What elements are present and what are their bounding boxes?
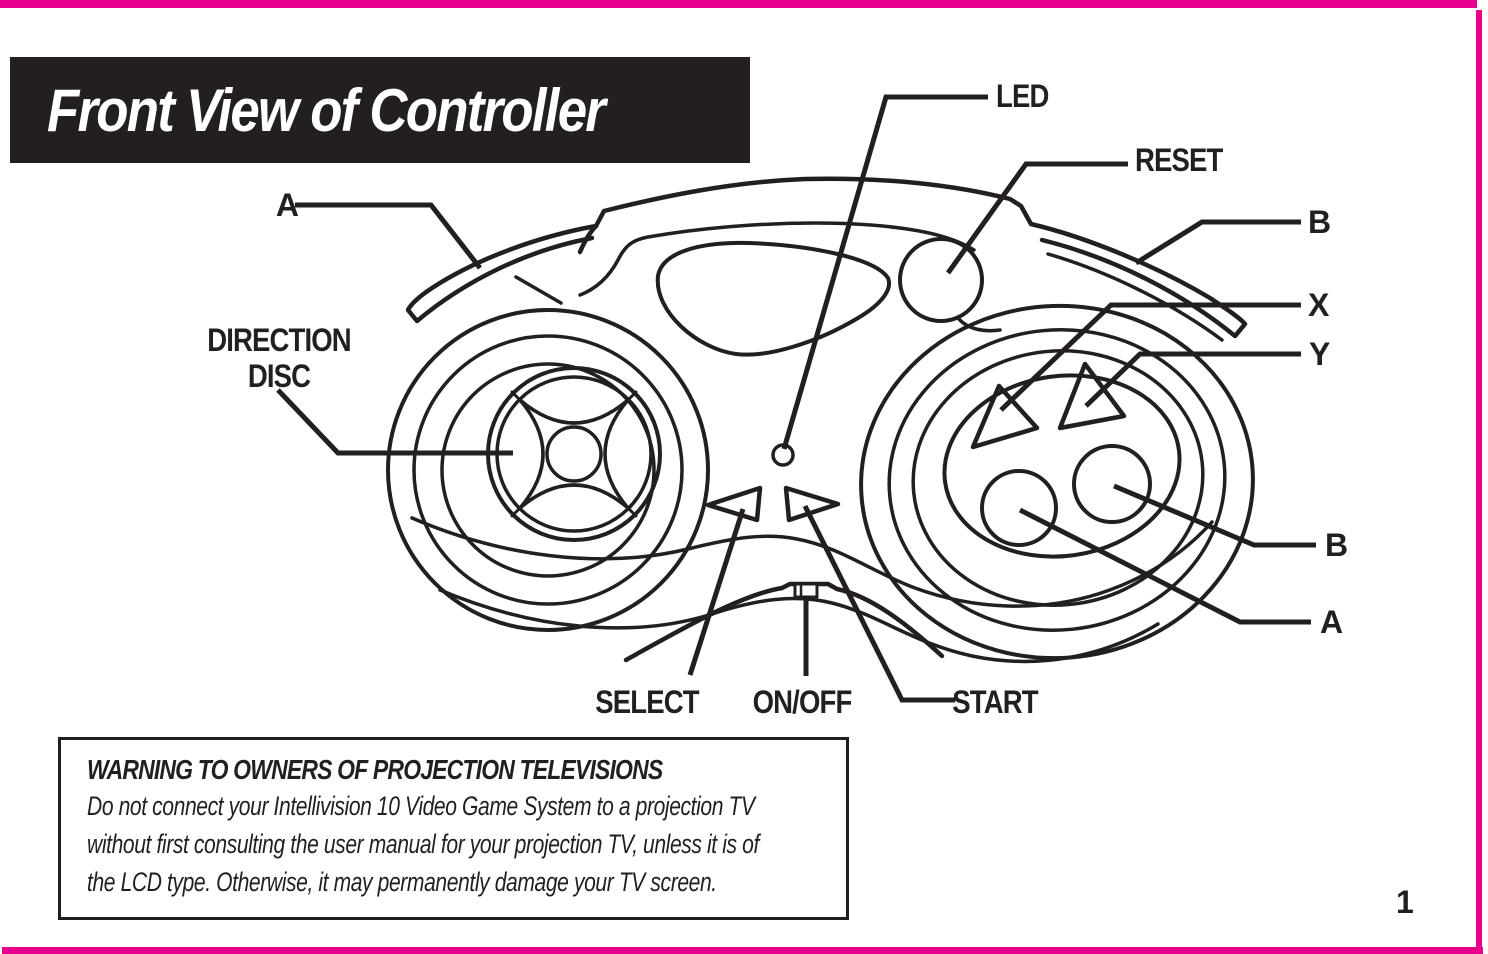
label-direction-line2: DISC xyxy=(247,358,311,394)
center-panel xyxy=(655,240,892,357)
left-grip-rings xyxy=(386,308,710,632)
label-b-button: B xyxy=(1325,527,1348,563)
page-number: 1 xyxy=(1396,884,1414,920)
reset-button xyxy=(898,237,984,323)
label-led: LED xyxy=(996,78,1049,114)
label-direction-line1: DIRECTION xyxy=(207,322,351,358)
callout-reset xyxy=(945,161,1128,275)
callout-b-top xyxy=(1134,219,1301,266)
label-reset: RESET xyxy=(1135,142,1223,178)
left-shoulder-button xyxy=(405,223,599,324)
reset-base-line xyxy=(956,316,1002,333)
label-a-button: A xyxy=(1320,604,1343,640)
callout-select xyxy=(687,508,746,676)
warning-body-line: the LCD type. Otherwise, it may permanen… xyxy=(87,867,717,897)
shell-seam-upper xyxy=(410,516,1214,608)
projection-tv-warning-box: WARNING TO OWNERS OF PROJECTION TELEVISI… xyxy=(58,737,849,920)
label-direction-disc: DIRECTION DISC xyxy=(184,322,375,394)
right-shoulder-inner-line xyxy=(1046,252,1224,342)
label-y: Y xyxy=(1309,336,1330,372)
shell-seam-lower xyxy=(438,588,1160,664)
label-select: SELECT xyxy=(595,684,699,720)
warning-heading: WARNING TO OWNERS OF PROJECTION TELEVISI… xyxy=(87,754,663,785)
right-shoulder-button xyxy=(1028,221,1248,339)
body-top-inner-line xyxy=(578,221,976,297)
callout-start xyxy=(802,504,955,703)
callout-y xyxy=(1084,351,1301,408)
label-on-off: ON/OFF xyxy=(752,684,853,720)
warning-body-line: Do not connect your Intellivision 10 Vid… xyxy=(87,791,755,821)
label-a-shoulder: A xyxy=(275,187,299,223)
callout-lines xyxy=(276,94,1316,703)
warning-body-line: without first consulting the user manual… xyxy=(87,829,759,859)
page-border-bottom xyxy=(2,947,1483,954)
callout-direction-disc xyxy=(276,388,513,456)
select-button xyxy=(705,485,763,523)
label-x: X xyxy=(1308,287,1329,323)
body-bottom-edge xyxy=(623,581,945,663)
direction-disc xyxy=(486,366,662,542)
left-shoulder-crease xyxy=(514,275,563,305)
callout-a-top xyxy=(295,202,482,270)
callout-b-bottom xyxy=(1113,483,1316,548)
b-button xyxy=(1072,444,1152,524)
callout-a-bottom xyxy=(1018,507,1311,625)
section-title-banner: Front View of Controller xyxy=(10,57,750,163)
page-title: Front View of Controller xyxy=(46,76,606,144)
callout-x xyxy=(999,302,1301,412)
body-top-edge xyxy=(577,176,1034,255)
a-button xyxy=(980,469,1058,547)
start-button xyxy=(783,485,841,523)
x-button xyxy=(970,383,1040,450)
page-border-top xyxy=(0,0,1477,8)
right-grip-rings xyxy=(859,303,1255,661)
callout-led xyxy=(781,94,988,450)
page-border-right xyxy=(1476,10,1482,947)
onoff-switch xyxy=(793,582,819,599)
label-start: START xyxy=(952,684,1038,720)
label-b-shoulder: B xyxy=(1308,204,1331,240)
